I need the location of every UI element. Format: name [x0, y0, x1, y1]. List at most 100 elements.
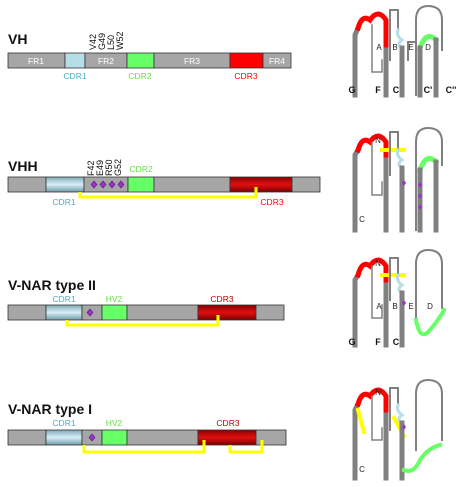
vhh-cdr2-label: CDR2 [129, 164, 152, 174]
vhh-residue-labels: F42 E49 R50 G52 [86, 159, 123, 176]
vnar1-hv2-label: HV2 [106, 418, 123, 428]
vh-strand-label-f: F [375, 85, 381, 95]
vhh-strand-label-c: C [359, 215, 365, 224]
vnar1-disulfide-bridge-1 [82, 440, 206, 454]
vnar1-topology-diagram: N C [352, 378, 443, 481]
vnar1-strand-a [371, 395, 383, 441]
vnar2-cdr3-label: CDR3 [210, 294, 233, 304]
vnar2-strand-a [371, 265, 383, 319]
vh-cdr1-loop [396, 28, 405, 51]
vhh-topo-diamond-3 [418, 193, 422, 199]
vnar2-title: V-NAR type II [8, 277, 96, 293]
vnar2-strand-label-e: E [408, 302, 413, 311]
vh-strand-g [352, 24, 362, 98]
vnar2-strand-label-b: B [392, 302, 397, 311]
panel-vnar1: V-NAR type I CDR1 HV2 CDR3 [7, 378, 443, 481]
vnar1-strand-b [389, 387, 399, 431]
vh-residue-2: L50 [106, 35, 116, 50]
vnar1-strand-e [415, 378, 443, 451]
vhh-cdr1-label: CDR1 [52, 197, 75, 207]
vnar2-strand-label-n: N [375, 259, 381, 268]
vnar2-strand-label-c: C [393, 337, 400, 347]
vhh-cdr3-loop [354, 133, 389, 163]
vnar2-strand-e [415, 248, 443, 321]
vnar1-hv2-loop [401, 442, 443, 473]
vnar1-cdr3-label: CDR3 [216, 418, 239, 428]
vnar2-topology-diagram: N A B E D G F C [348, 248, 447, 348]
vhh-cdr1-segment [45, 176, 85, 193]
vnar2-strand-label-a: A [376, 302, 382, 311]
vhh-residue-0: F42 [86, 160, 96, 176]
vnar1-cdr1-label: CDR1 [52, 418, 75, 428]
vh-strand-label-b: B [392, 43, 397, 52]
vh-strand-label-d: D [425, 43, 431, 52]
vnar2-strand-label-d: D [427, 302, 433, 311]
vnar2-cdr1-label: CDR1 [52, 294, 75, 304]
vh-domain-bar: FR1 FR2 FR3 FR4 [7, 52, 292, 69]
vhh-topo-diamond-4 [418, 204, 422, 210]
vnar2-fr4-segment [255, 304, 285, 321]
vhh-residue-1: E49 [95, 160, 105, 176]
vnar2-hv2-loop [413, 307, 447, 337]
vh-fr1-label: FR1 [28, 56, 44, 66]
vhh-diamond-1 [90, 180, 98, 189]
vh-strand-label-e: E [408, 43, 413, 52]
vnar1-fr3-segment [126, 429, 199, 446]
vh-cdr1-segment [64, 52, 86, 69]
panel-vhh: VHH F42 E49 R50 G52 CDR2 CDR1 CDR3 [7, 126, 443, 233]
vnar2-cdr1-segment [45, 304, 83, 321]
vhh-disulfide-bridge [78, 187, 258, 199]
vnar2-cdr1-loop [396, 273, 405, 296]
vh-cdr1-label: CDR1 [63, 71, 86, 81]
vh-residue-labels: V42 G49 L50 W52 [88, 31, 125, 50]
vh-fr2-label: FR2 [98, 56, 114, 66]
vh-fr3-label: FR3 [184, 56, 200, 66]
vh-title: VH [8, 31, 27, 47]
panel-vnar2: V-NAR type II CDR1 HV2 CDR3 [7, 248, 447, 348]
vhh-topology-diagram: N C [352, 126, 443, 233]
vnar1-diamond [88, 433, 96, 442]
vhh-strand-a [371, 141, 383, 196]
vhh-hallmark-diamonds [90, 180, 125, 189]
vnar2-domain-bar [7, 304, 285, 321]
vnar1-disulfide-bridge-2 [228, 440, 264, 454]
vh-cdr3-label: CDR3 [234, 71, 257, 81]
vnar1-cdr3-segment [197, 429, 257, 446]
vnar2-hv2-segment [101, 304, 128, 321]
vnar1-cdr1-segment [45, 429, 83, 446]
vh-fr4-segment [262, 52, 292, 69]
vhh-diamond-3 [108, 180, 116, 189]
vhh-cdr2-segment [127, 176, 155, 193]
vhh-topology-diamonds [402, 180, 422, 210]
vnar2-fr3-segment [126, 304, 199, 321]
vh-strand-e [415, 4, 443, 96]
vhh-fr3-segment [153, 176, 231, 193]
vhh-diamond-4 [117, 180, 125, 189]
vhh-strand-g [352, 146, 362, 233]
vh-strand-label-cprime: C' [424, 85, 433, 95]
vhh-strand-e [415, 126, 443, 231]
vh-strand-label-a: A [376, 43, 382, 52]
vnar2-hv2-label: HV2 [106, 294, 123, 304]
vhh-topo-diamond-1 [402, 180, 406, 186]
vnar2-fr1-segment [7, 304, 47, 321]
panel-vh: VH V42 G49 L50 W52 FR1 FR2 FR3 FR4 CDR1 … [7, 4, 457, 98]
vh-strand-b [389, 9, 399, 61]
vh-strand-label-cdprime: C'' [446, 85, 457, 95]
vh-residue-1: G49 [97, 33, 107, 50]
vnar2-strand-g [352, 271, 362, 348]
vhh-cdr3-label: CDR3 [260, 197, 283, 207]
vnar1-cdr1-loop [396, 403, 405, 426]
vh-cdr3-loop [354, 11, 389, 53]
vhh-fr4-segment [291, 176, 321, 193]
vnar2-strand-label-g: G [348, 337, 355, 347]
vhh-title: VHH [8, 158, 38, 174]
vhh-topo-diamond-2 [418, 182, 422, 188]
vh-strand-label-g: G [348, 85, 355, 95]
vh-strand-connector [407, 41, 417, 61]
vnar1-topo-diamond [402, 424, 406, 430]
vh-strand-a [371, 24, 383, 73]
vnar2-strand-b [389, 257, 399, 301]
vh-cdr3-segment [229, 52, 264, 69]
